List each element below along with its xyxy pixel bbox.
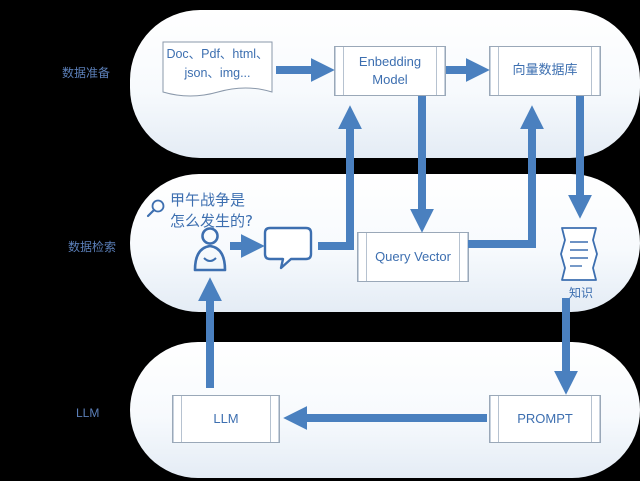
prompt-label: PROMPT <box>517 411 573 426</box>
search-icon <box>146 199 165 218</box>
user-icon <box>193 227 227 272</box>
arrow-chat-to-embedding <box>318 105 362 250</box>
embedding-model-line-2: Model <box>372 72 408 87</box>
prompt-node: PROMPT <box>489 395 601 443</box>
query-vector-node: Query Vector <box>357 232 469 282</box>
vector-db-label: 向量数据库 <box>512 63 578 78</box>
arrow-query-to-vectordb <box>468 105 544 248</box>
document-icon <box>560 227 598 281</box>
documents-text: Doc、Pdf、html、 json、img... <box>163 45 272 83</box>
embedding-model-node: Enbedding Model <box>334 46 446 96</box>
user-question-line-1: 甲午战争是 <box>170 191 246 209</box>
chat-bubble-icon <box>263 226 313 270</box>
user-question-line-2: 怎么发生的? <box>170 212 253 230</box>
documents-shape <box>162 41 273 97</box>
user-question: 甲午战争是 怎么发生的? <box>170 190 253 232</box>
embedding-model-line-1: Enbedding <box>358 54 422 69</box>
row-label-llm: LLM <box>76 406 100 420</box>
llm-node: LLM <box>172 395 280 443</box>
llm-node-label: LLM <box>213 411 239 426</box>
vector-db-node: 向量数据库 <box>489 46 601 96</box>
documents-line-2: json、img... <box>184 66 251 80</box>
knowledge-label: 知识 <box>569 286 594 300</box>
documents-line-1: Doc、Pdf、html、 <box>166 47 269 61</box>
query-vector-label: Query Vector <box>375 249 451 264</box>
row-label-data-retrieval: 数据检索 <box>68 240 117 254</box>
row-label-data-prep: 数据准备 <box>62 66 111 80</box>
